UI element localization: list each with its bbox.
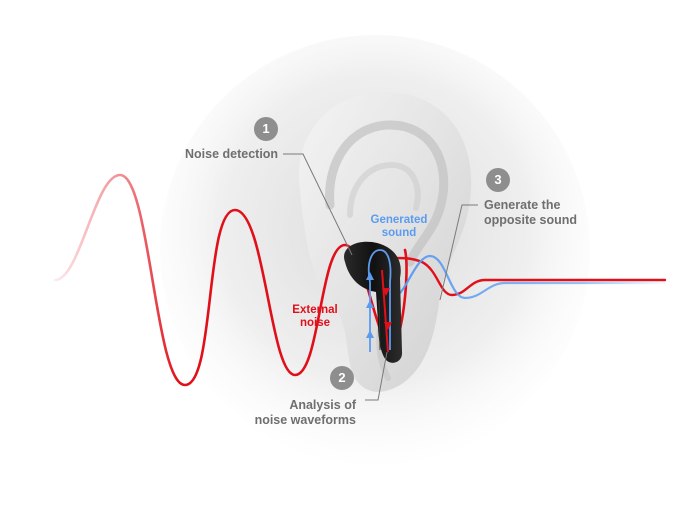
arrow-up-icon — [366, 300, 374, 308]
external-noise-label: External noise — [286, 304, 344, 330]
step-3-label: Generate the opposite sound — [484, 198, 577, 228]
step-3-label-line2: opposite sound — [484, 213, 578, 227]
generated-sound-wave — [390, 254, 667, 300]
generated-sound-line1: Generated — [370, 214, 428, 226]
generated-sound-line2: sound — [381, 227, 417, 239]
step-3-label-line1: Generate the — [484, 198, 561, 212]
external-noise-line1: External — [292, 304, 338, 316]
step-2-badge: 2 — [330, 366, 354, 390]
step-1-label: Noise detection — [185, 147, 279, 161]
step-2-label-line2: noise waveforms — [254, 413, 356, 427]
step-1-badge: 1 — [254, 117, 278, 141]
leader-line-1 — [283, 153, 353, 256]
step-2-label-line1: Analysis of — [289, 398, 356, 412]
external-noise-line2: noise — [299, 317, 331, 329]
step-3-badge: 3 — [486, 168, 510, 192]
arrow-down-icon — [382, 288, 390, 296]
step-2-label: Analysis of noise waveforms — [252, 398, 356, 428]
arrow-down-icon — [384, 322, 392, 330]
arrow-up-icon — [366, 330, 374, 338]
leader-line-2 — [365, 351, 388, 401]
signal-loop — [366, 249, 392, 353]
leader-line-3 — [439, 204, 478, 301]
generated-sound-label: Generated sound — [366, 214, 432, 240]
external-noise-wave — [53, 173, 408, 387]
external-noise-wave-right — [390, 256, 667, 297]
arrow-up-icon — [366, 272, 374, 280]
